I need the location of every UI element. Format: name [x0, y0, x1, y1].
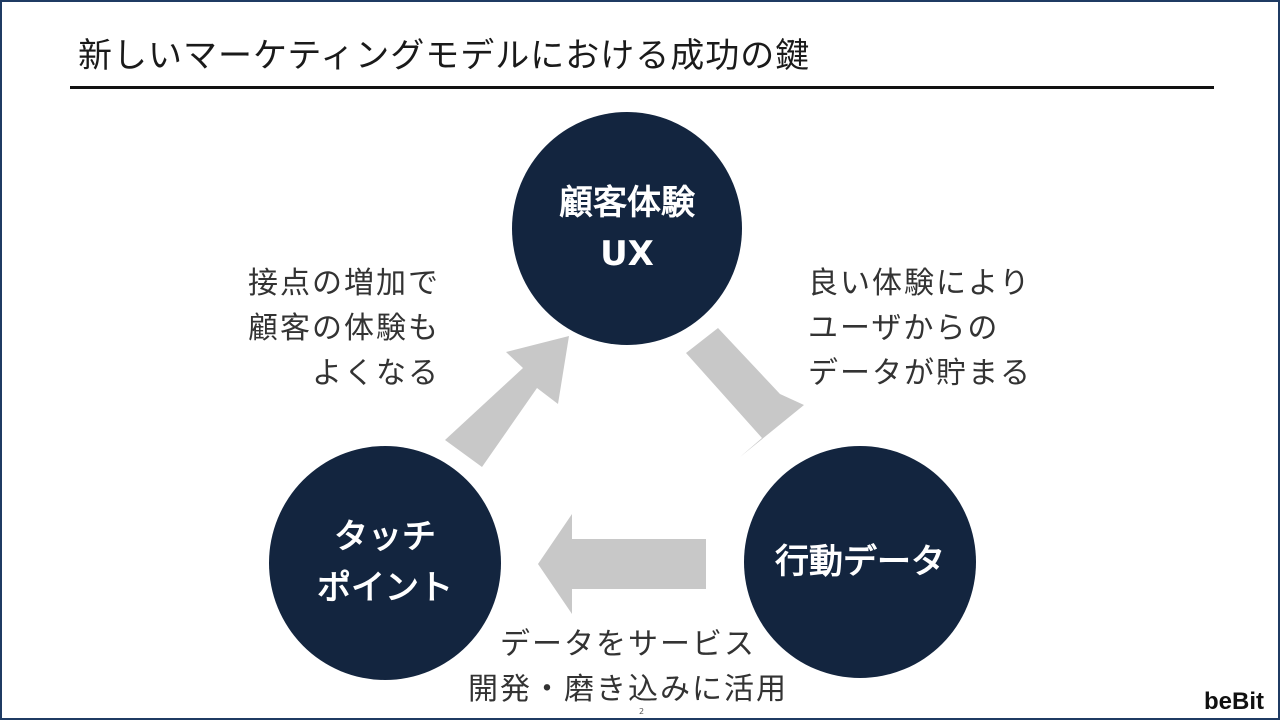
note-line: 開発・磨き込みに活用 — [468, 672, 788, 707]
circle-touch-label-2: ポイント — [317, 568, 453, 608]
note-line: ユーザからの — [808, 311, 1000, 346]
note-line: データをサービス — [500, 627, 756, 662]
circle-touch-label-1: タッチ — [334, 517, 436, 557]
note-line: 接点の増加で — [248, 266, 440, 301]
circle-touchpoint: タッチ ポイント — [269, 446, 501, 680]
note-line: データが貯まる — [808, 356, 1032, 391]
note-line: よくなる — [312, 356, 440, 391]
circle-ux-sublabel: UX — [600, 233, 654, 274]
note-line: 良い体験により — [808, 266, 1032, 301]
circle-behavior-data: 行動データ — [744, 446, 976, 678]
slide-title: 新しいマーケティングモデルにおける成功の鍵 — [78, 36, 811, 76]
title-divider — [70, 86, 1214, 89]
note-touchpoint-to-ux: 接点の増加で 顧客の体験も よくなる — [248, 261, 440, 396]
page-number: 2 — [639, 707, 645, 716]
arrow-down-right — [686, 328, 804, 457]
arrow-up-right — [445, 336, 569, 467]
note-data-to-touchpoint: データをサービス 開発・磨き込みに活用 — [468, 622, 788, 712]
arrow-left — [538, 514, 706, 614]
bebit-logo: beBit — [1204, 688, 1264, 715]
circle-customer-experience: 顧客体験 UX — [512, 112, 742, 345]
circle-data-label: 行動データ — [775, 541, 945, 582]
note-ux-to-data: 良い体験により ユーザからの データが貯まる — [808, 261, 1032, 396]
circle-ux-label: 顧客体験 — [559, 182, 695, 223]
note-line: 顧客の体験も — [248, 311, 440, 346]
